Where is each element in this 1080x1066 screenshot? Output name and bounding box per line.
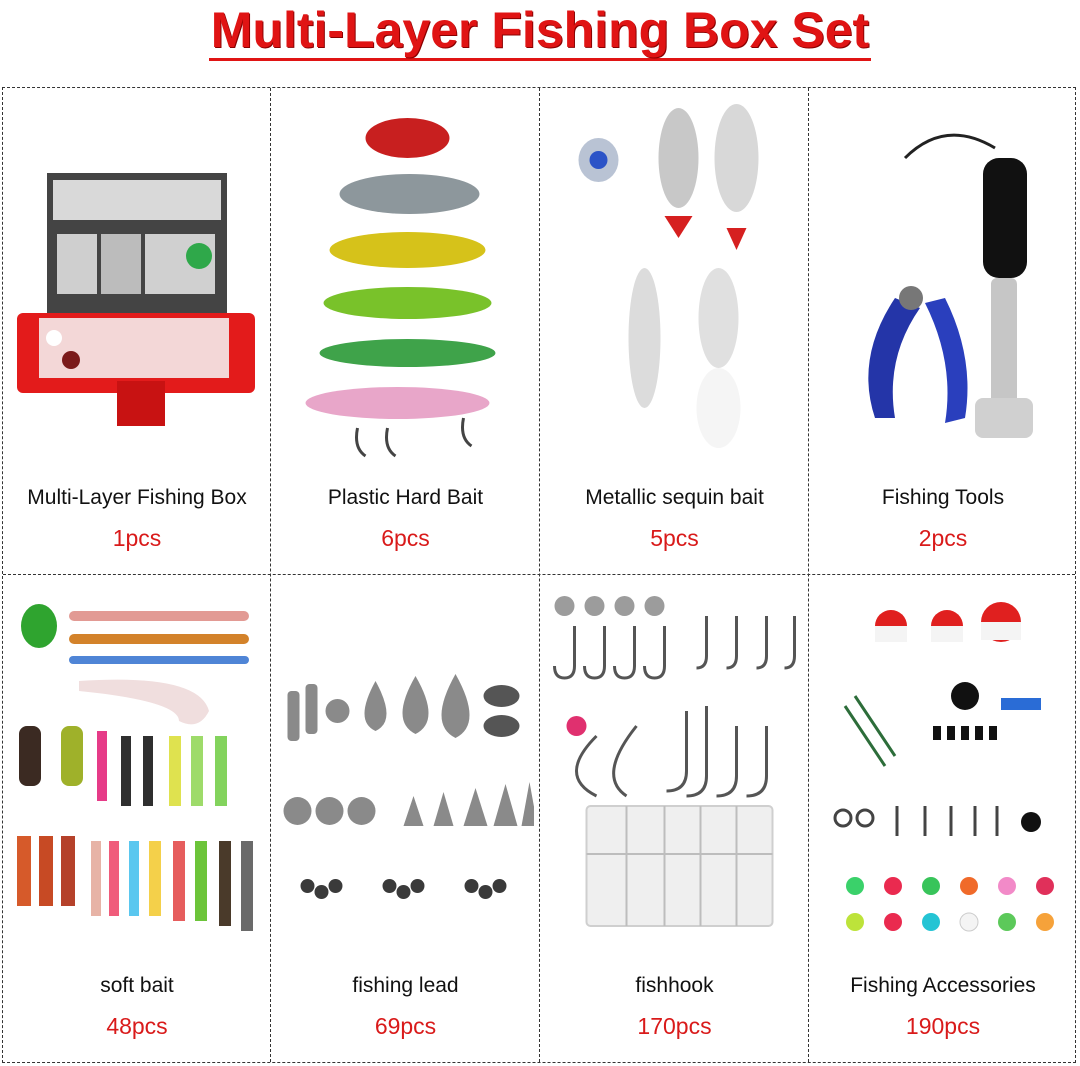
item-count: 2pcs [918,525,968,551]
grid-divider [539,88,540,1062]
item-label: Metallic sequin bait [585,486,764,509]
hard-bait-icon [277,98,534,468]
item-label: Plastic Hard Bait [327,486,484,509]
item-count: 1pcs [112,525,162,551]
item-count: 69pcs [374,1013,437,1039]
accessories-icon [815,586,1071,956]
item-label: Fishing Tools [881,486,1005,509]
item-tackle-box: Multi-Layer Fishing Box 1pcs [3,88,271,575]
page-title-text: Multi-Layer Fishing Box Set [208,2,872,61]
item-count: 48pcs [106,1013,168,1039]
spoon-lure-icon [546,98,803,468]
pliers-grip-icon [815,98,1071,468]
item-count: 190pcs [905,1013,981,1039]
item-label: soft bait [100,974,174,997]
item-sequin-bait: Metallic sequin bait 5pcs [540,88,809,575]
item-label: fishhook [635,974,714,997]
item-count: 170pcs [637,1013,712,1039]
soft-bait-icon [9,586,265,956]
fishhook-icon [546,586,803,956]
item-fishing-tools: Fishing Tools 2pcs [809,88,1077,575]
item-soft-bait: soft bait 48pcs [3,576,271,1064]
item-fishhook: fishhook 170pcs [540,576,809,1064]
item-fishing-lead: fishing lead 69pcs [271,576,540,1064]
tackle-box-icon [9,98,265,468]
grid-divider [270,88,271,1062]
item-fishing-accessories: Fishing Accessories 190pcs [809,576,1077,1064]
page-title: Multi-Layer Fishing Box Set [0,2,1080,61]
item-label: Fishing Accessories [850,974,1036,997]
item-label: Multi-Layer Fishing Box [27,486,247,509]
product-grid: Multi-Layer Fishing Box 1pcs Plastic Har… [2,87,1076,1063]
item-count: 6pcs [381,525,430,551]
item-count: 5pcs [650,525,699,551]
item-hard-bait: Plastic Hard Bait 6pcs [271,88,540,575]
grid-divider [3,574,1075,575]
sinker-icon [277,586,534,956]
item-label: fishing lead [352,974,459,997]
grid-divider [808,88,809,1062]
